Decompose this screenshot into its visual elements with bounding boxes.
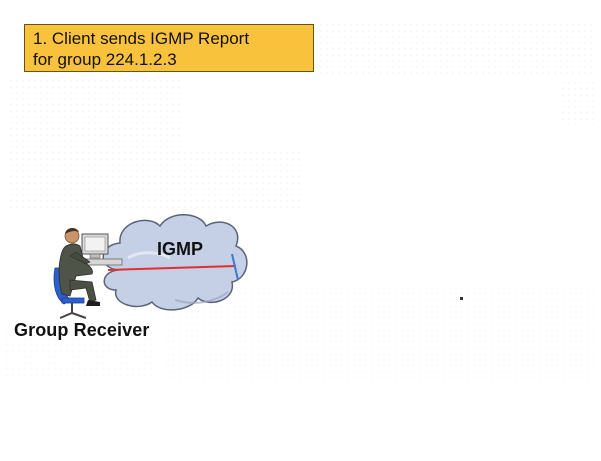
person-at-computer-icon bbox=[53, 228, 123, 319]
group-receiver-label: Group Receiver bbox=[14, 320, 150, 340]
stray-pixel bbox=[460, 297, 463, 300]
step-caption-line-2: for group 224.1.2.3 bbox=[33, 50, 177, 69]
igmp-cloud-icon: IGMP bbox=[102, 214, 248, 311]
cloud-label: IGMP bbox=[157, 239, 203, 259]
step-caption-box: 1. Client sends IGMP Report for group 22… bbox=[24, 24, 314, 72]
igmp-link-line bbox=[107, 265, 237, 271]
cloud-edge-marker bbox=[231, 253, 239, 281]
step-caption-line-1: 1. Client sends IGMP Report bbox=[33, 29, 250, 48]
